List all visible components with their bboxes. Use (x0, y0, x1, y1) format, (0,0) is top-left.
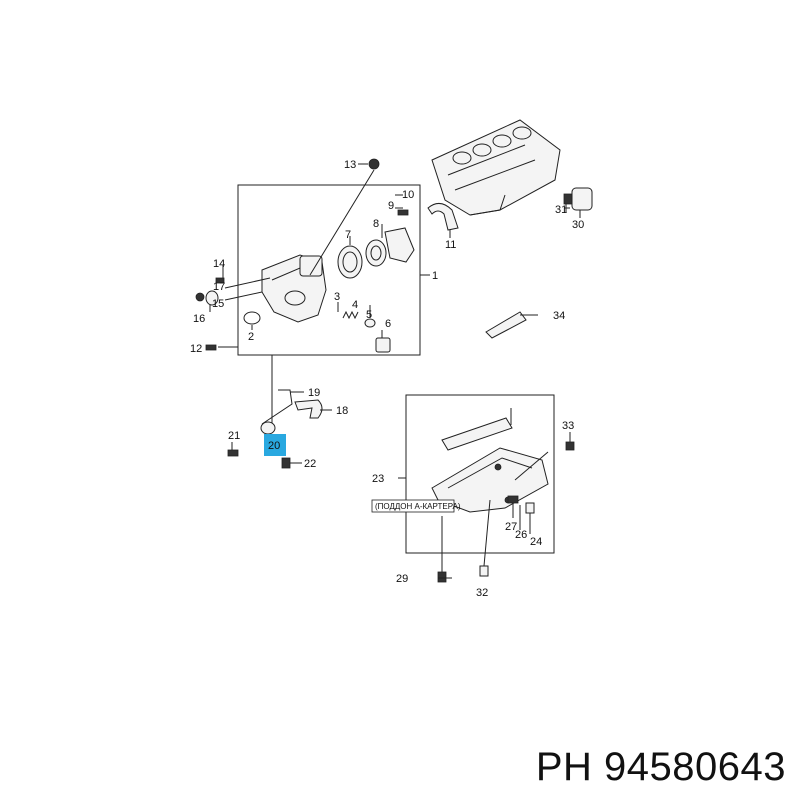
callout-33: 33 (562, 420, 574, 432)
pump-rotor (337, 245, 363, 279)
callout-15: 15 (212, 298, 224, 310)
callout-24: 24 (530, 536, 542, 548)
callout-10: 10 (402, 189, 414, 201)
oil-filter (563, 187, 593, 212)
callout-29: 29 (396, 573, 408, 585)
oil-pump-housing (261, 254, 327, 323)
callout-3: 3 (334, 291, 340, 303)
callout-4: 4 (352, 299, 358, 311)
oil-pan-group-frame (405, 394, 555, 554)
callout-23: 23 (372, 473, 384, 485)
part-number: PH 94580643 (535, 745, 786, 789)
highlight-20 (264, 434, 286, 456)
engine-block (431, 119, 561, 216)
callout-6: 6 (385, 318, 391, 330)
callout-22: 22 (304, 458, 316, 470)
callout-19: 19 (308, 387, 320, 399)
callout-11: 11 (445, 239, 456, 251)
pickup-tube (227, 355, 323, 469)
callout-8: 8 (373, 218, 379, 230)
callout-30: 30 (572, 219, 584, 231)
relief-spring (342, 310, 359, 320)
callout-numbers: 13 10 9 8 7 1 14 17 15 16 12 2 3 4 5 6 1… (190, 159, 584, 599)
callout-1: 1 (432, 270, 438, 282)
gasket (243, 311, 261, 325)
relief-plug (375, 337, 391, 353)
part-label-frame (371, 499, 455, 513)
callout-7: 7 (345, 229, 351, 241)
callout-9: 9 (388, 200, 394, 212)
oil-pan (431, 408, 549, 513)
pump-cover (384, 227, 415, 263)
callout-16: 16 (193, 313, 205, 325)
oil-pump-group-frame (237, 184, 421, 356)
callout-5: 5 (366, 309, 372, 321)
oil-pan-label: (ПОДДОН А-КАРТЕРА) (375, 502, 461, 511)
callout-20: 20 (268, 440, 280, 452)
callout-14: 14 (213, 258, 225, 270)
callout-31: 31 (555, 204, 567, 216)
callout-12: 12 (190, 343, 202, 355)
callout-21: 21 (228, 430, 240, 442)
callout-32: 32 (476, 587, 488, 599)
drive-gear (365, 239, 387, 267)
callout-27: 27 (505, 521, 517, 533)
callout-17: 17 (213, 281, 225, 293)
callout-18: 18 (336, 405, 348, 417)
sealant-tube (485, 311, 527, 339)
rear-seal-housing (427, 203, 459, 238)
callout-26: 26 (515, 529, 527, 541)
leader-lines (209, 163, 581, 579)
callout-2: 2 (248, 331, 254, 343)
seal-parts (195, 158, 409, 351)
callout-34: 34 (553, 310, 565, 322)
callout-13: 13 (344, 159, 356, 171)
washer (364, 318, 376, 328)
